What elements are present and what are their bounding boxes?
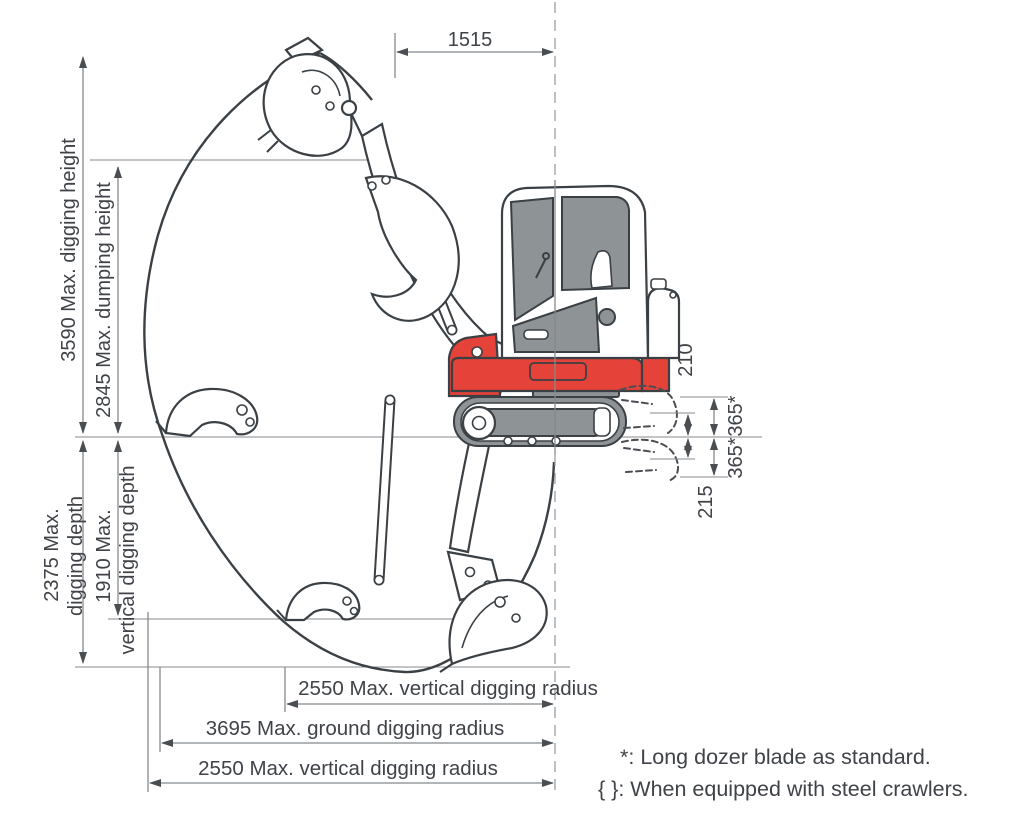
footnote-asterisk: *: Long dozer blade as standard.	[620, 745, 931, 769]
dim-label-max-digging-depth-1: 2375 Max.	[41, 508, 63, 601]
blade-raised-arm	[621, 399, 655, 429]
dim-label-1515: 1515	[448, 29, 493, 51]
pin-hole	[381, 175, 391, 185]
dim-label-max-dumping-height: 2845 Max. dumping height	[93, 182, 115, 418]
hood-cap	[650, 278, 667, 290]
envelope-curve-top	[319, 51, 373, 101]
bucket-vertical-depth	[276, 581, 361, 622]
pin-hole	[494, 596, 506, 608]
blade-raised	[619, 384, 678, 434]
dimension-heights-depths: 3590 Max. digging height 2845 Max. dumpi…	[41, 56, 139, 664]
cylinder-pin	[373, 574, 385, 586]
cylinder-pin	[384, 394, 396, 406]
dim-label-max-digging-depth-2: digging depth	[65, 496, 87, 616]
bucket-max-radius-ground	[155, 387, 259, 438]
hood	[646, 286, 681, 360]
dim-label-210: 210	[675, 343, 697, 376]
dim-label-max-digging-height: 3590 Max. digging height	[58, 138, 80, 362]
dim-label-max-vert-digging-depth-1: 1910 Max.	[93, 509, 115, 602]
bucket	[164, 387, 259, 438]
bucket-curled	[262, 53, 353, 157]
dim-label-vert-radius-top: 2550 Max. vertical digging radius	[298, 677, 598, 700]
bucket-teeth	[155, 420, 167, 434]
lever-knob	[542, 252, 550, 260]
belly-detail	[529, 362, 587, 381]
pin-hole	[349, 606, 359, 616]
dimension-radii: 2550 Max. vertical digging radius 3695 M…	[147, 612, 598, 792]
pin-hole	[511, 613, 521, 623]
sprocket	[593, 407, 611, 437]
dim-label-ground-radius: 3695 Max. ground digging radius	[206, 717, 505, 740]
dim-label-215: 215	[695, 485, 717, 518]
pin-hole	[311, 85, 321, 95]
bucket-pivot	[340, 99, 358, 117]
boom-foot-pin	[471, 346, 483, 358]
excavator-side-view	[155, 36, 681, 673]
door-window	[561, 196, 630, 292]
bucket-max-height	[257, 36, 358, 157]
pin-hole	[236, 404, 248, 416]
dimension-top-width: 1515	[394, 29, 554, 78]
footnote-braces: { }: When equipped with steel crawlers.	[598, 777, 968, 801]
dim-label-max-vert-digging-depth-2: vertical digging depth	[117, 465, 139, 654]
seat	[590, 250, 613, 289]
hood-knob	[669, 291, 677, 299]
roller	[527, 436, 537, 446]
pin-hole	[367, 181, 377, 191]
undercarriage	[453, 385, 627, 447]
bucket-max-depth	[448, 579, 548, 666]
dozer-blade-positions	[619, 384, 680, 482]
door-handle	[523, 329, 549, 340]
arm-cylinder	[375, 396, 394, 584]
blade-lowered-arm	[623, 447, 657, 473]
bucket-dump	[364, 175, 460, 322]
roller	[551, 436, 561, 446]
dimension-blade: 210 365* 365* 215	[650, 343, 747, 519]
blade-lowered	[621, 438, 680, 482]
pin-hole	[342, 596, 352, 606]
pin-hole	[464, 566, 476, 578]
front-window	[509, 196, 554, 322]
bucket-max-dump	[364, 175, 460, 322]
footnotes: *: Long dozer blade as standard. { }: Wh…	[598, 745, 968, 801]
bucket-curl-line	[301, 69, 341, 97]
bucket	[284, 581, 361, 622]
dim-label-vert-radius-bottom: 2550 Max. vertical digging radius	[198, 757, 498, 780]
engine-hood	[646, 278, 681, 360]
cab-vent	[598, 308, 616, 326]
cylinder-pin	[446, 324, 458, 336]
roller	[503, 436, 513, 446]
cab	[500, 184, 650, 360]
pin-hole	[245, 417, 255, 427]
control-lever	[535, 257, 547, 279]
pin-hole	[325, 101, 335, 111]
bucket-teeth	[439, 663, 453, 673]
idler-hub	[471, 415, 487, 431]
dim-label-365-down: 365*	[725, 437, 747, 478]
dim-label-365-up: 365*	[725, 395, 747, 436]
bucket-teeth	[257, 129, 279, 153]
bucket-teeth	[276, 609, 287, 621]
